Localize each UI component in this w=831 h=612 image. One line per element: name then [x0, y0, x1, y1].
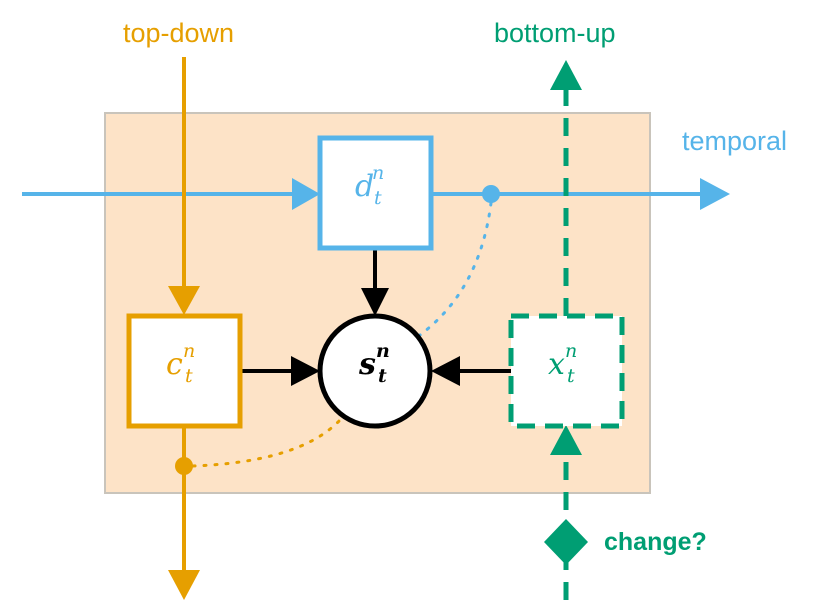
c-to-s-arrowhead	[291, 356, 320, 386]
x-variable-sub: t	[567, 365, 575, 387]
top-down-arrowhead-in	[168, 286, 200, 315]
top-down-tap-dot	[175, 457, 193, 475]
change-label: change?	[604, 528, 707, 556]
d-box	[317, 135, 434, 251]
bottom-up-label: bottom-up	[494, 18, 616, 48]
s-variable-sub: t	[378, 365, 387, 387]
c-variable-sub: t	[185, 365, 193, 387]
c-box	[126, 313, 243, 429]
c-variable-base: c	[166, 347, 183, 382]
d-to-s-arrowhead	[361, 288, 389, 316]
x-variable-sup: n	[565, 340, 578, 362]
d-variable-sup: n	[372, 162, 385, 184]
d-variable-base: d	[355, 169, 375, 204]
temporal-arrowhead-in	[292, 178, 320, 210]
x-variable-base: x	[548, 347, 565, 382]
s-circle	[317, 313, 433, 429]
c-variable-sup: n	[183, 340, 196, 362]
s-variable-base: s	[359, 347, 376, 382]
bottom-up-arrowhead-bottom	[550, 425, 582, 455]
top-down-dotted-link	[191, 418, 342, 468]
change-diamond	[544, 519, 588, 565]
x-to-s-arrowhead	[431, 356, 460, 386]
bottom-up-arrowhead-top	[550, 60, 582, 90]
top-down-arrowhead-out	[168, 570, 200, 600]
temporal-label: temporal	[682, 126, 788, 156]
top-down-label: top-down	[123, 18, 235, 48]
temporal-arrowhead-out	[700, 178, 730, 210]
s-variable-sup: n	[376, 340, 390, 362]
d-variable-sub: t	[374, 187, 382, 209]
x-box	[508, 313, 625, 429]
temporal-tap-dot	[482, 185, 500, 203]
temporal-dotted-link	[418, 201, 493, 337]
